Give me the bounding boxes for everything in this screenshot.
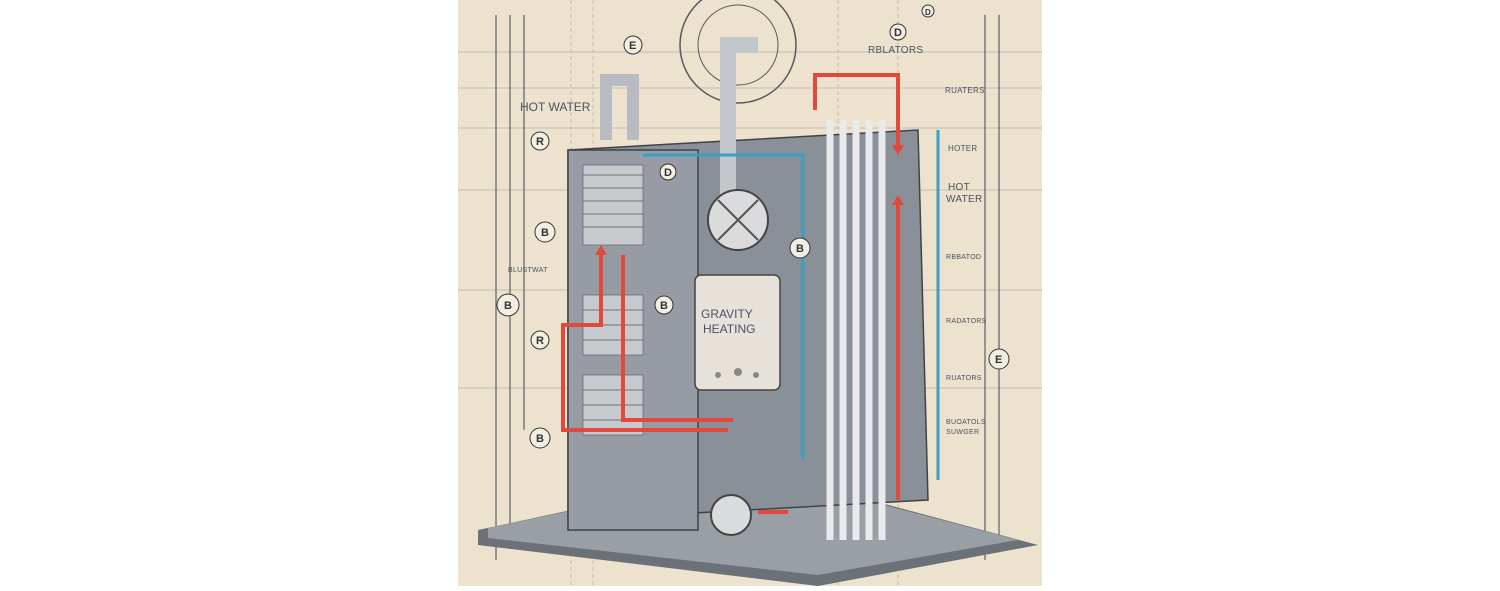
radiator-columns: [826, 120, 886, 540]
gravity-heating-illustration: GRAVITY HEATING HOT WATER BLUSTWAT RBLAT…: [458, 0, 1042, 586]
louver-slats: [583, 174, 643, 421]
radators-label: RADATORS: [946, 318, 987, 325]
svg-text:E: E: [995, 354, 1002, 366]
gravity-heating-label-1: GRAVITY: [701, 307, 753, 321]
svg-text:R: R: [536, 335, 544, 347]
callout-marker: D: [889, 23, 907, 41]
flue-pipe-left: [600, 74, 639, 140]
hot-water-pipes: [561, 73, 900, 514]
svg-text:D: D: [664, 167, 672, 179]
bottom-label-1: BUOATOLS: [946, 419, 986, 426]
pump-fan: [710, 494, 752, 536]
exhaust-fan-ring: [679, 0, 797, 104]
exhaust-fan-inner: [697, 4, 779, 86]
hoter-label: HOTER: [948, 144, 978, 153]
callout-marker: D: [659, 163, 677, 181]
callout-marker: B: [789, 237, 811, 259]
louvers: [582, 164, 644, 436]
svg-text:D: D: [894, 27, 902, 39]
gauges: [715, 368, 759, 378]
ruators-label: RUATORS: [946, 375, 982, 382]
svg-text:R: R: [536, 136, 544, 148]
callout-marker: E: [623, 35, 643, 55]
hot-water-label-left: HOT WATER: [520, 100, 591, 114]
gravity-heating-label-2: HEATING: [703, 322, 755, 336]
flow-arrows: [595, 145, 904, 255]
callout-marker: B: [529, 427, 551, 449]
hot-water-label-right-2: WATER: [946, 194, 983, 205]
blustwat-label: BLUSTWAT: [508, 267, 548, 274]
callout-marker: R: [530, 330, 550, 350]
hot-water-label-right-1: HOT: [948, 182, 970, 193]
svg-text:B: B: [660, 300, 668, 312]
ruaters-label: RUATERS: [945, 86, 985, 95]
flue-pipe-center: [720, 37, 758, 200]
svg-text:E: E: [629, 40, 636, 52]
callout-marker: B: [534, 221, 556, 243]
svg-text:B: B: [504, 300, 512, 312]
callout-marker: D: [921, 4, 935, 18]
callout-marker: E: [988, 348, 1010, 370]
fan-blades: [717, 199, 759, 241]
cold-water-pipes: [643, 130, 940, 480]
dimension-lines: [495, 15, 1000, 560]
bottom-label-2: SUWGER: [946, 429, 979, 436]
callout-marker: B: [654, 295, 674, 315]
heating-system-drawing: GRAVITY HEATING HOT WATER BLUSTWAT RBLAT…: [458, 0, 1042, 586]
rblators-label: RBLATORS: [868, 45, 923, 56]
rbbatod-label: RBBATOD: [946, 254, 981, 261]
boiler-tank: [694, 274, 781, 391]
svg-text:B: B: [796, 243, 804, 255]
callout-marker: B: [496, 293, 520, 317]
svg-text:B: B: [541, 227, 549, 239]
svg-text:B: B: [536, 433, 544, 445]
svg-text:D: D: [925, 8, 931, 17]
callout-markers: E R B B R B D B B D E D: [496, 4, 1010, 449]
base-platform-top: [488, 472, 1018, 575]
callout-marker: R: [530, 131, 550, 151]
